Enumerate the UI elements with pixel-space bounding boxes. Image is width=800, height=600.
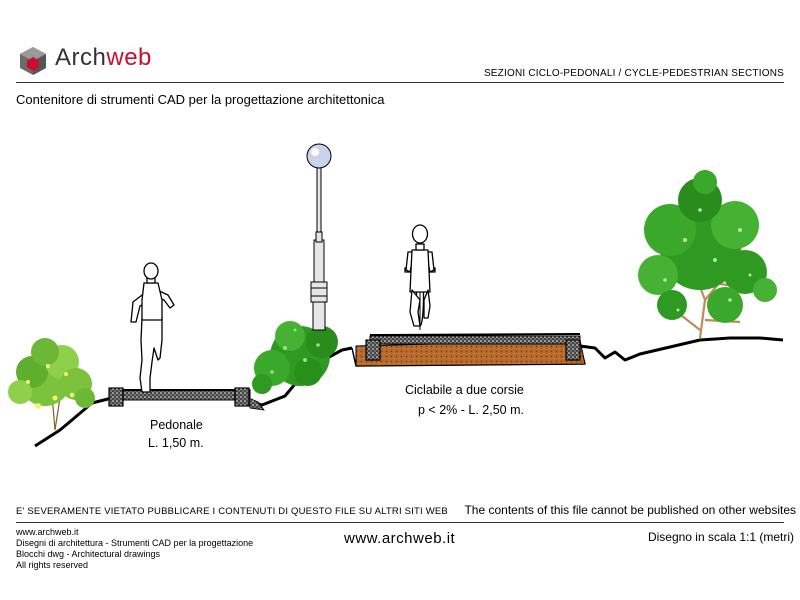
tree-right	[638, 170, 777, 339]
pedestrian-path	[108, 387, 265, 411]
section-title: SEZIONI CICLO-PEDONALI / CYCLE-PEDESTRIA…	[483, 68, 784, 79]
brand-name: Archweb	[55, 44, 152, 72]
pedestrian-path-width: L. 1,50 m.	[148, 436, 204, 450]
copyright-warning-en: The contents of this file cannot be publ…	[464, 503, 796, 517]
pedestrian-figure-icon	[130, 262, 175, 393]
header-divider	[16, 82, 784, 83]
drawing-scale: Disegno in scala 1:1 (metri)	[647, 530, 794, 544]
copyright-warning-it: E' SEVERAMENTE VIETATO PUBBLICARE I CONT…	[16, 506, 448, 517]
footer-line-description: Disegni di architettura - Strumenti CAD …	[16, 538, 254, 548]
pedestrian-path-label: Pedonale	[150, 418, 203, 432]
cyclist-figure-icon	[404, 224, 436, 330]
brand-part-2: web	[106, 44, 152, 71]
bush-lamp-base	[252, 321, 338, 394]
cycle-path-label: Ciclabile a due corsie	[405, 383, 524, 397]
street-lamp-icon	[306, 143, 332, 331]
footer-divider	[16, 522, 784, 523]
site-url: www.archweb.it	[344, 530, 456, 547]
cycle-path-spec: p < 2% - L. 2,50 m.	[418, 403, 524, 417]
archweb-logo-icon	[20, 47, 46, 75]
footer-line-rights: All rights reserved	[16, 560, 89, 570]
shrub-left	[8, 338, 95, 431]
footer-line-blocks: Blocchi dwg - Architectural drawings	[16, 549, 161, 559]
footer-line-url: www.archweb.it	[16, 527, 79, 537]
page-subtitle: Contenitore di strumenti CAD per la prog…	[16, 92, 385, 107]
cycle-path	[355, 333, 586, 367]
brand-part-1: Arch	[55, 44, 107, 71]
